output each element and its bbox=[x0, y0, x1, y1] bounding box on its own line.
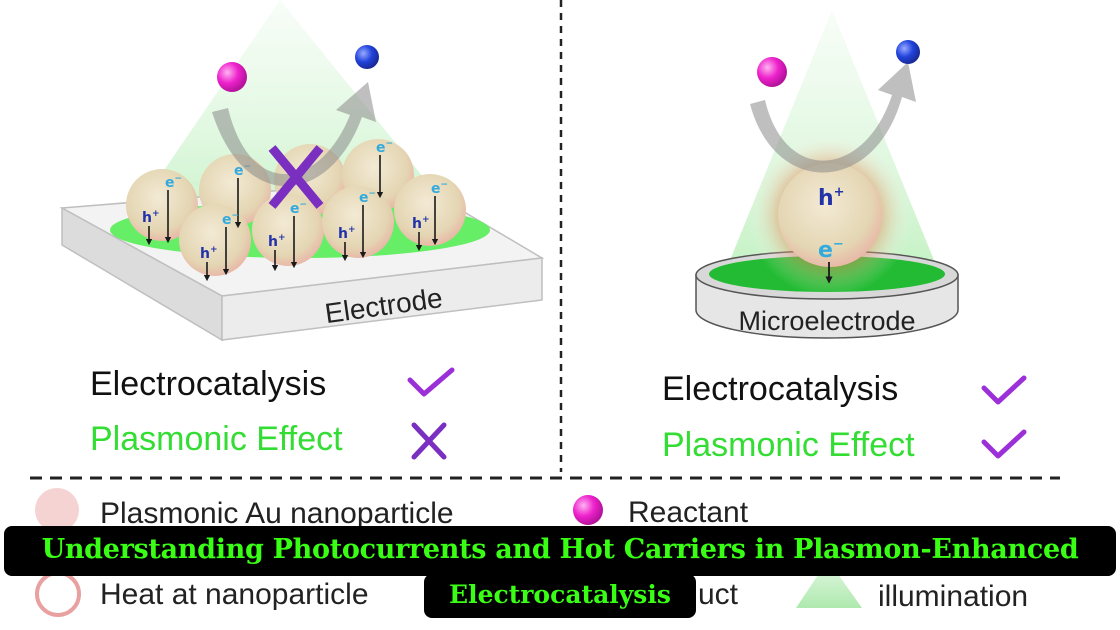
legend-nanoparticle-icon bbox=[35, 488, 79, 532]
microelectrode-label: Microelectrode bbox=[738, 306, 915, 336]
check-icon bbox=[981, 429, 1027, 459]
reactant-sphere bbox=[757, 57, 787, 87]
au-nanoparticle bbox=[126, 169, 198, 241]
legend-heat-label: Heat at nanoparticle bbox=[100, 578, 369, 611]
reaction-arrow-right bbox=[750, 62, 916, 173]
caption-line1: Understanding Photocurrents and Hot Carr… bbox=[41, 534, 1079, 565]
reaction-arrow-left bbox=[212, 82, 376, 187]
caption-background bbox=[4, 526, 1116, 576]
legend-product-label: uct bbox=[698, 578, 739, 611]
au-nanoparticle bbox=[394, 174, 466, 246]
caption-line2: Electrocatalysis bbox=[449, 580, 671, 609]
product-sphere bbox=[355, 45, 379, 69]
au-nanoparticle bbox=[252, 194, 324, 266]
legend-reactant-label: Reactant bbox=[628, 496, 749, 529]
legend-illumination-label: illumination bbox=[878, 580, 1028, 613]
legend-illumination-icon bbox=[796, 560, 862, 608]
cross-icon bbox=[411, 422, 447, 460]
left-plasmonic-label: Plasmonic Effect bbox=[90, 420, 343, 458]
reactant-sphere bbox=[217, 62, 247, 92]
au-nanoparticle bbox=[179, 204, 251, 276]
au-nanoparticle-single bbox=[778, 163, 882, 267]
right-plasmonic-label: Plasmonic Effect bbox=[662, 426, 915, 464]
product-sphere bbox=[896, 40, 920, 64]
check-icon bbox=[407, 367, 455, 397]
blocked-cross-icon bbox=[268, 145, 324, 209]
check-icon bbox=[981, 375, 1027, 405]
legend-reactant-icon bbox=[573, 495, 603, 525]
legend-heat-icon bbox=[35, 571, 81, 617]
right-electrocatalysis-label: Electrocatalysis bbox=[662, 370, 898, 408]
caption-background-line2 bbox=[424, 574, 696, 618]
legend-nanoparticle-label: Plasmonic Au nanoparticle bbox=[100, 497, 454, 530]
left-electrocatalysis-label: Electrocatalysis bbox=[90, 365, 326, 403]
au-nanoparticle bbox=[322, 186, 394, 258]
